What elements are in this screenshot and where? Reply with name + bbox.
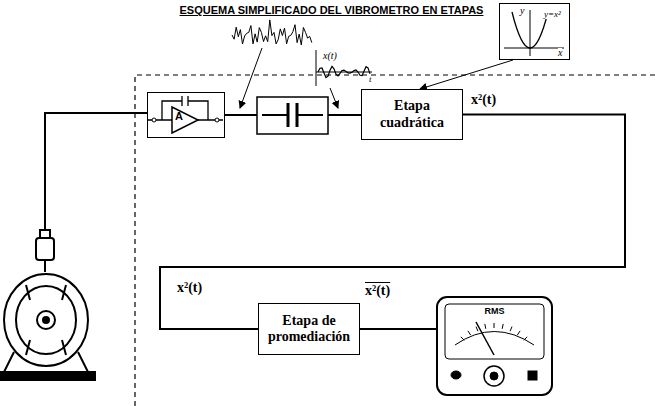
plot-axis-label: y <box>520 6 524 16</box>
stage-label: Etapa cuadrática <box>368 98 456 130</box>
motor-illustration <box>0 230 95 380</box>
diagram-title: ESQUEMA SIMPLIFICADO DEL VIBROMETRO EN E… <box>180 4 484 16</box>
signal-name: x(t) <box>322 50 338 61</box>
signal-connector <box>160 115 625 330</box>
rms-meter <box>437 297 552 395</box>
instrument-enclosure <box>135 75 655 406</box>
meter-scale-label: RMS <box>437 307 552 316</box>
signal-name: x²(t) <box>364 283 391 299</box>
raw-signal-inset <box>232 20 312 108</box>
signal-wire <box>225 114 257 116</box>
plot-node: y y=x² x <box>499 3 570 60</box>
signal-wire <box>328 114 361 116</box>
process-box: Etapa cuadrática <box>361 89 463 140</box>
meter-node: RMS <box>437 297 552 395</box>
signal-name: x²(t) <box>176 280 203 296</box>
plot-axis-label: x <box>558 48 562 58</box>
signal-connector <box>360 328 437 330</box>
amplifier-symbol <box>148 93 223 136</box>
capacitor-stage <box>257 97 328 134</box>
amplifier-letter: A <box>175 111 183 122</box>
stage-label: Etapa de promediación <box>265 313 353 345</box>
plot-axis-label: y=x² <box>544 10 561 19</box>
process-box: Etapa de promediación <box>258 303 360 355</box>
signal-connector <box>420 60 513 89</box>
amp-node: A <box>147 92 225 138</box>
signal-name: x²(t) <box>470 92 497 108</box>
signal-name: t <box>368 74 373 84</box>
sensor-wire <box>45 113 147 230</box>
